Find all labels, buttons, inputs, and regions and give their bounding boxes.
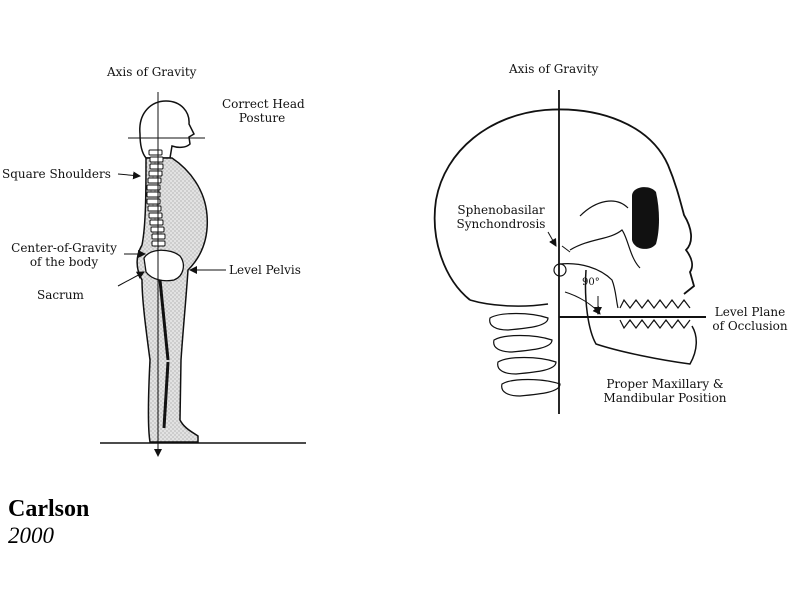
body-figure bbox=[100, 92, 306, 457]
center-gravity-line1: Center-of-Gravity bbox=[11, 241, 117, 255]
upper-teeth bbox=[619, 298, 691, 309]
maxillary-line2: Mandibular Position bbox=[603, 391, 727, 405]
head-posture-line1: Correct Head bbox=[222, 97, 305, 111]
publication-year: 2000 bbox=[8, 523, 54, 548]
head-outline bbox=[139, 100, 195, 159]
maxillary-line1: Proper Maxillary & bbox=[606, 377, 724, 391]
cervical-spine bbox=[489, 312, 561, 397]
sacrum-label: Sacrum bbox=[37, 288, 84, 302]
pelvis bbox=[143, 249, 185, 282]
zygomatic-arch bbox=[569, 229, 641, 269]
tibia bbox=[162, 361, 170, 429]
sacrum-arrow bbox=[117, 271, 145, 287]
head-posture-label: Correct Head Posture bbox=[222, 97, 305, 125]
femur bbox=[158, 279, 170, 361]
sphenoid-line bbox=[579, 200, 629, 217]
mandible bbox=[584, 269, 697, 365]
center-gravity-line2: of the body bbox=[29, 255, 99, 269]
occlusion-label: Level Plane of Occlusion bbox=[700, 305, 800, 333]
body-axis-label: Axis of Gravity bbox=[107, 65, 197, 79]
cranium-outline bbox=[433, 108, 696, 301]
head-posture-line2: Posture bbox=[238, 111, 286, 125]
orbit bbox=[632, 187, 659, 249]
maxilla-line bbox=[559, 263, 619, 309]
spheno-tick bbox=[561, 245, 571, 253]
right-angle-arrow bbox=[564, 291, 601, 315]
mastoid bbox=[553, 263, 567, 277]
author-name: Carlson bbox=[8, 496, 90, 522]
spheno-line1: Sphenobasilar bbox=[457, 203, 545, 217]
occlusion-line2: of Occlusion bbox=[712, 319, 788, 333]
spheno-arrow bbox=[547, 231, 557, 247]
occlusion-line1: Level Plane bbox=[714, 305, 786, 319]
shoulders-label: Square Shoulders bbox=[2, 167, 111, 181]
center-gravity-label: Center-of-Gravity of the body bbox=[4, 241, 124, 269]
pelvis-label: Level Pelvis bbox=[229, 263, 301, 277]
spine bbox=[146, 149, 166, 247]
lower-teeth bbox=[619, 319, 691, 330]
skull-axis-label: Axis of Gravity bbox=[509, 62, 599, 76]
angle-label: 90° bbox=[582, 277, 600, 288]
skull-base bbox=[469, 299, 549, 307]
spheno-line2: Synchondrosis bbox=[456, 217, 546, 231]
spheno-label: Sphenobasilar Synchondrosis bbox=[445, 203, 557, 231]
maxillary-label: Proper Maxillary & Mandibular Position bbox=[590, 377, 740, 405]
shoulders-arrow bbox=[117, 171, 141, 180]
skull-figure bbox=[433, 90, 706, 414]
